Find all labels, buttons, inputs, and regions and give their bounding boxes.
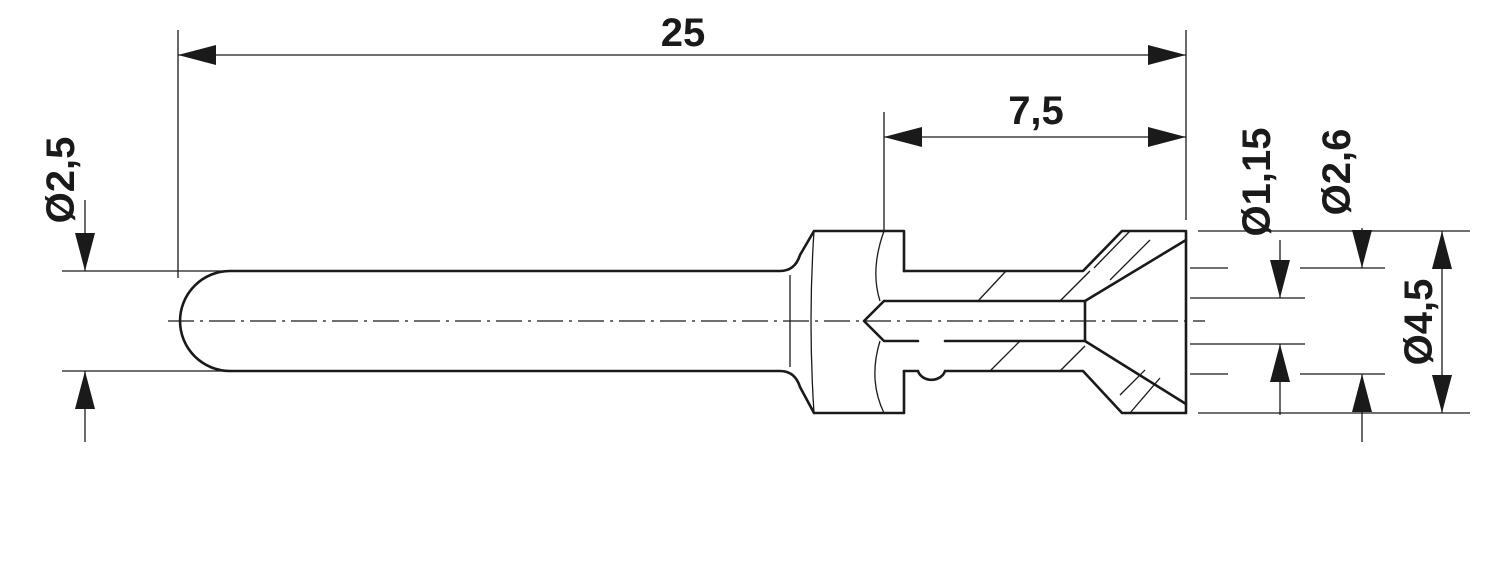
crimp-diameter-label: Ø2,6 xyxy=(1315,129,1359,216)
bore-diameter-label: Ø1,15 xyxy=(1235,128,1279,237)
dim-crimp-length xyxy=(884,127,1186,147)
collar-diameter-label: Ø4,5 xyxy=(1397,279,1441,366)
dim-pin-diameter xyxy=(75,200,95,442)
collar-edge xyxy=(810,230,815,414)
extension-lines xyxy=(62,30,1470,414)
contact-pin-outline xyxy=(178,229,1188,415)
section-break xyxy=(874,230,885,414)
pin-shaft xyxy=(178,229,906,415)
funnel-cone xyxy=(1083,238,1188,406)
dim-collar-diameter xyxy=(1432,231,1452,413)
pin-diameter-label: Ø2,5 xyxy=(39,137,83,224)
dim-bore-diameter xyxy=(1270,240,1290,415)
dim-crimp-diameter xyxy=(1352,228,1372,442)
crimp-length-label: 7,5 xyxy=(1008,89,1064,133)
crimp-barrel xyxy=(902,229,1188,415)
dim-overall-length xyxy=(178,45,1186,65)
overall-length-label: 25 xyxy=(661,11,706,55)
section-hatching xyxy=(977,230,1161,414)
